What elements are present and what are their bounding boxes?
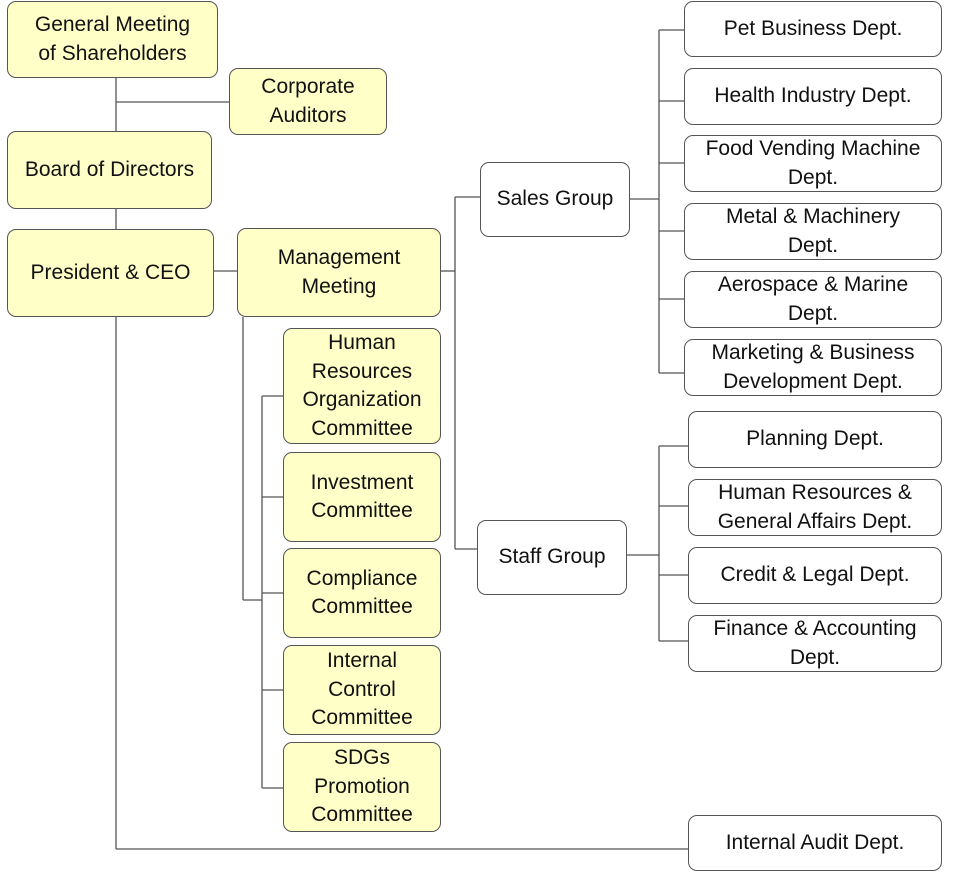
staff-group-box: Staff Group bbox=[477, 520, 627, 595]
shareholders-label: General Meeting of Shareholders bbox=[34, 13, 191, 65]
internal-control-committee-label: Internal Control Committee bbox=[311, 649, 413, 730]
compliance-committee-box: Compliance Committee bbox=[283, 548, 441, 638]
finance-accounting-dept-label: Finance & Accounting Dept. bbox=[713, 617, 917, 669]
pet-business-dept-box: Pet Business Dept. bbox=[684, 1, 942, 57]
credit-legal-dept-box: Credit & Legal Dept. bbox=[688, 547, 942, 604]
planning-dept-label: Planning Dept. bbox=[746, 427, 884, 451]
board-of-directors-label: Board of Directors bbox=[24, 157, 195, 181]
aerospace-marine-dept-label: Aerospace & Marine Dept. bbox=[717, 273, 909, 325]
sales-group-label: Sales Group bbox=[496, 187, 614, 211]
marketing-business-development-dept-label: Marketing & Business Development Dept. bbox=[711, 341, 915, 393]
compliance-committee-label: Compliance Committee bbox=[306, 566, 418, 619]
pet-business-dept-label: Pet Business Dept. bbox=[723, 16, 903, 40]
internal-audit-dept-box: Internal Audit Dept. bbox=[688, 815, 942, 871]
planning-dept-box: Planning Dept. bbox=[688, 411, 942, 468]
internal-control-committee-box: Internal Control Committee bbox=[283, 645, 441, 735]
finance-accounting-dept-box: Finance & Accounting Dept. bbox=[688, 615, 942, 672]
sdgs-promotion-committee-label: SDGs Promotion Committee bbox=[311, 746, 413, 827]
president-ceo-box: President & CEO bbox=[7, 229, 214, 317]
investment-committee-box: Investment Committee bbox=[283, 452, 441, 542]
management-meeting-label: Management Meeting bbox=[277, 246, 401, 298]
board-of-directors-box: Board of Directors bbox=[7, 131, 212, 209]
corporate-auditors-label: Corporate Auditors bbox=[261, 75, 355, 127]
health-industry-dept-box: Health Industry Dept. bbox=[684, 68, 942, 125]
shareholders-box: General Meeting of Shareholders bbox=[7, 1, 218, 78]
credit-legal-dept-label: Credit & Legal Dept. bbox=[720, 563, 910, 587]
food-vending-machine-dept-label: Food Vending Machine Dept. bbox=[705, 137, 921, 189]
staff-group-label: Staff Group bbox=[498, 545, 606, 569]
health-industry-dept-label: Health Industry Dept. bbox=[714, 84, 912, 108]
metal-machinery-dept-box: Metal & Machinery Dept. bbox=[684, 203, 942, 260]
hr-organization-committee-label: Human Resources Organization Committee bbox=[302, 331, 422, 440]
president-ceo-label: President & CEO bbox=[30, 260, 191, 284]
food-vending-machine-dept-box: Food Vending Machine Dept. bbox=[684, 135, 942, 192]
management-meeting-box: Management Meeting bbox=[237, 228, 441, 317]
metal-machinery-dept-label: Metal & Machinery Dept. bbox=[726, 205, 900, 257]
marketing-business-development-dept-box: Marketing & Business Development Dept. bbox=[684, 339, 942, 396]
hr-general-affairs-dept-box: Human Resources & General Affairs Dept. bbox=[688, 479, 942, 536]
internal-audit-dept-label: Internal Audit Dept. bbox=[725, 830, 905, 854]
sdgs-promotion-committee-box: SDGs Promotion Committee bbox=[283, 742, 441, 832]
sales-group-box: Sales Group bbox=[480, 162, 630, 237]
aerospace-marine-dept-box: Aerospace & Marine Dept. bbox=[684, 271, 942, 328]
investment-committee-label: Investment Committee bbox=[310, 470, 414, 523]
corporate-auditors-box: Corporate Auditors bbox=[229, 68, 387, 135]
hr-organization-committee-box: Human Resources Organization Committee bbox=[283, 328, 441, 444]
hr-general-affairs-dept-label: Human Resources & General Affairs Dept. bbox=[717, 481, 913, 533]
